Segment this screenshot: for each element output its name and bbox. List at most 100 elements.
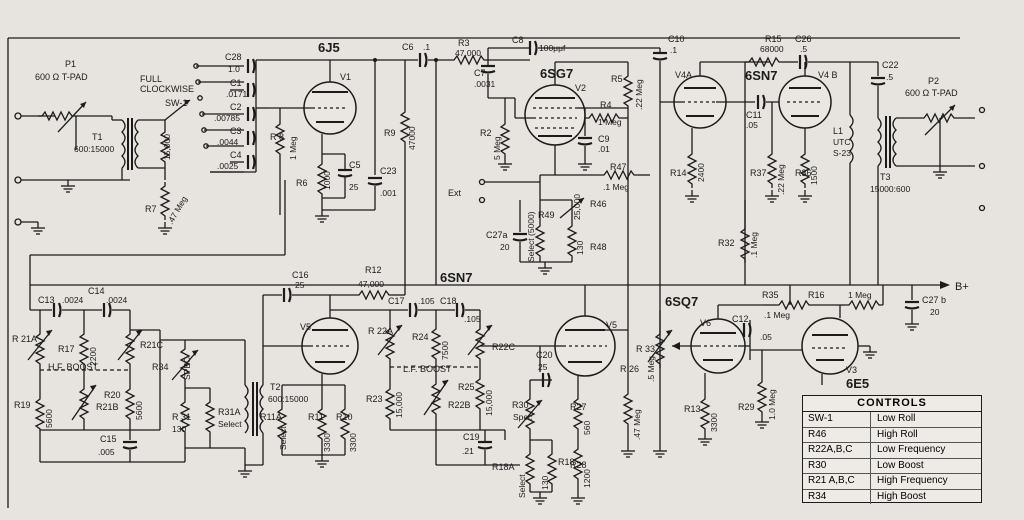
- r5-value: .22 Meg: [634, 79, 644, 110]
- c12-label: C12: [732, 314, 749, 324]
- r23-label: R23: [366, 394, 383, 404]
- c15-label: C15: [100, 434, 117, 444]
- control-function: High Frequency: [877, 475, 948, 486]
- c20-value: 25: [538, 362, 548, 372]
- r19-label: R19: [14, 400, 31, 410]
- r36-label: R36: [795, 168, 812, 178]
- r49-label: R49: [538, 210, 555, 220]
- r25-label: R25: [458, 382, 475, 392]
- r14-value: 2400: [696, 163, 706, 182]
- r22c-label: R22C: [492, 342, 516, 352]
- r18a-select: Select: [517, 474, 527, 498]
- c1-label: C1: [230, 78, 242, 88]
- r10-value: 3300: [348, 433, 358, 452]
- r32-value: .1 Meg: [749, 232, 759, 258]
- r29-value: 1.0 Meg: [767, 389, 777, 420]
- r31a-select: Select: [218, 419, 242, 429]
- r5-label: R5: [611, 74, 623, 84]
- c27a-value: 20: [500, 242, 510, 252]
- c18-label: C18: [440, 296, 457, 306]
- c23-label: C23: [380, 166, 397, 176]
- r12-value: 47,000: [358, 279, 384, 289]
- r26-value: .47 Meg: [632, 409, 642, 440]
- r30-spec: Spec: [513, 412, 533, 422]
- r23-value: 15,000: [394, 392, 404, 418]
- r31-value: 130: [172, 424, 186, 434]
- r31a-label: R31A: [218, 407, 241, 417]
- c13-label: C13: [38, 295, 55, 305]
- control-ref: R34: [803, 489, 871, 504]
- input-terminal-1: [14, 112, 22, 120]
- r7-label: R7: [145, 204, 157, 214]
- r20-label: R20: [104, 390, 121, 400]
- r21c-label: R21C: [140, 340, 164, 350]
- sw1-label: SW-1: [165, 98, 187, 108]
- input-terminal-3: [14, 218, 22, 226]
- b-plus-arrow: [940, 281, 950, 289]
- control-function: Low Roll: [877, 413, 916, 424]
- controls-title: CONTROLS: [803, 396, 981, 412]
- v2-label: V2: [575, 83, 586, 93]
- r48-value: 130: [575, 241, 585, 255]
- l1-part: S-23: [833, 148, 851, 158]
- v5-type: 6SN7: [440, 270, 473, 285]
- c28-label: C28: [225, 52, 242, 62]
- control-ref: R21 A,B,C: [803, 474, 871, 489]
- c6-label: C6: [402, 42, 414, 52]
- control-ref: SW-1: [803, 412, 871, 427]
- p2-pad-label: 600 Ω T-PAD: [905, 88, 958, 98]
- v4b-label: V4 B: [818, 70, 838, 80]
- r14-label: R14: [670, 168, 687, 178]
- r8-label: R 8: [270, 132, 284, 142]
- r18a-label: R18A: [492, 462, 515, 472]
- c17-value: .105: [418, 296, 435, 306]
- r15-value: 68000: [760, 44, 784, 54]
- r3-label: R3: [458, 38, 470, 48]
- v5-left-label: V5: [300, 322, 311, 332]
- v6-type: 6SQ7: [665, 294, 698, 309]
- c18-value: .105: [464, 314, 481, 324]
- r29-label: R29: [738, 402, 755, 412]
- c23-value: .001: [380, 188, 397, 198]
- r9-label: R9: [384, 128, 396, 138]
- c3-label: C3: [230, 126, 242, 136]
- r31-label: R 31: [172, 412, 191, 422]
- c1-value: .0171: [226, 89, 248, 99]
- r33-value: .5 Meg: [646, 356, 656, 382]
- v4-type: 6SN7: [745, 68, 778, 83]
- c22-label: C22: [882, 60, 899, 70]
- r25-value: 15,000: [484, 390, 494, 416]
- t2-label: T2: [270, 382, 281, 392]
- input-terminal-2: [14, 176, 22, 184]
- r35-value: .1 Meg: [764, 310, 790, 320]
- c26-value: .5: [800, 44, 807, 54]
- v1-label: V1: [340, 72, 351, 82]
- control-ref: R22A,B,C: [803, 443, 871, 458]
- c27b-label: C27 b: [922, 295, 946, 305]
- r21a-label: R 21A: [12, 334, 37, 344]
- controls-row: R21 A,B,C High Frequency: [803, 474, 981, 490]
- c2-label: C2: [230, 102, 242, 112]
- t2-ratio: 600:15000: [268, 394, 308, 404]
- t1-ratio: 600:15000: [74, 144, 114, 154]
- r49-value: Select (5000): [526, 211, 536, 262]
- c16-value: 25: [295, 280, 305, 290]
- v3-type: 6E5: [846, 376, 869, 391]
- r18-value: 130: [540, 476, 550, 490]
- r24-value: 7500: [440, 341, 450, 360]
- c20-label: C20: [536, 350, 553, 360]
- l1-utc: UTC: [833, 137, 850, 147]
- r10-label: R10: [336, 412, 353, 422]
- c11-value: .05: [746, 120, 758, 130]
- v2-type: 6SG7: [540, 66, 573, 81]
- c19-label: C19: [463, 432, 480, 442]
- r27-label: R27: [570, 402, 587, 412]
- r36-value: 1500: [809, 166, 819, 185]
- p2-label: P2: [928, 76, 939, 86]
- r17-label: R17: [58, 344, 75, 354]
- r19-value: 5600: [44, 409, 54, 428]
- r3-value: 47,000: [455, 48, 481, 58]
